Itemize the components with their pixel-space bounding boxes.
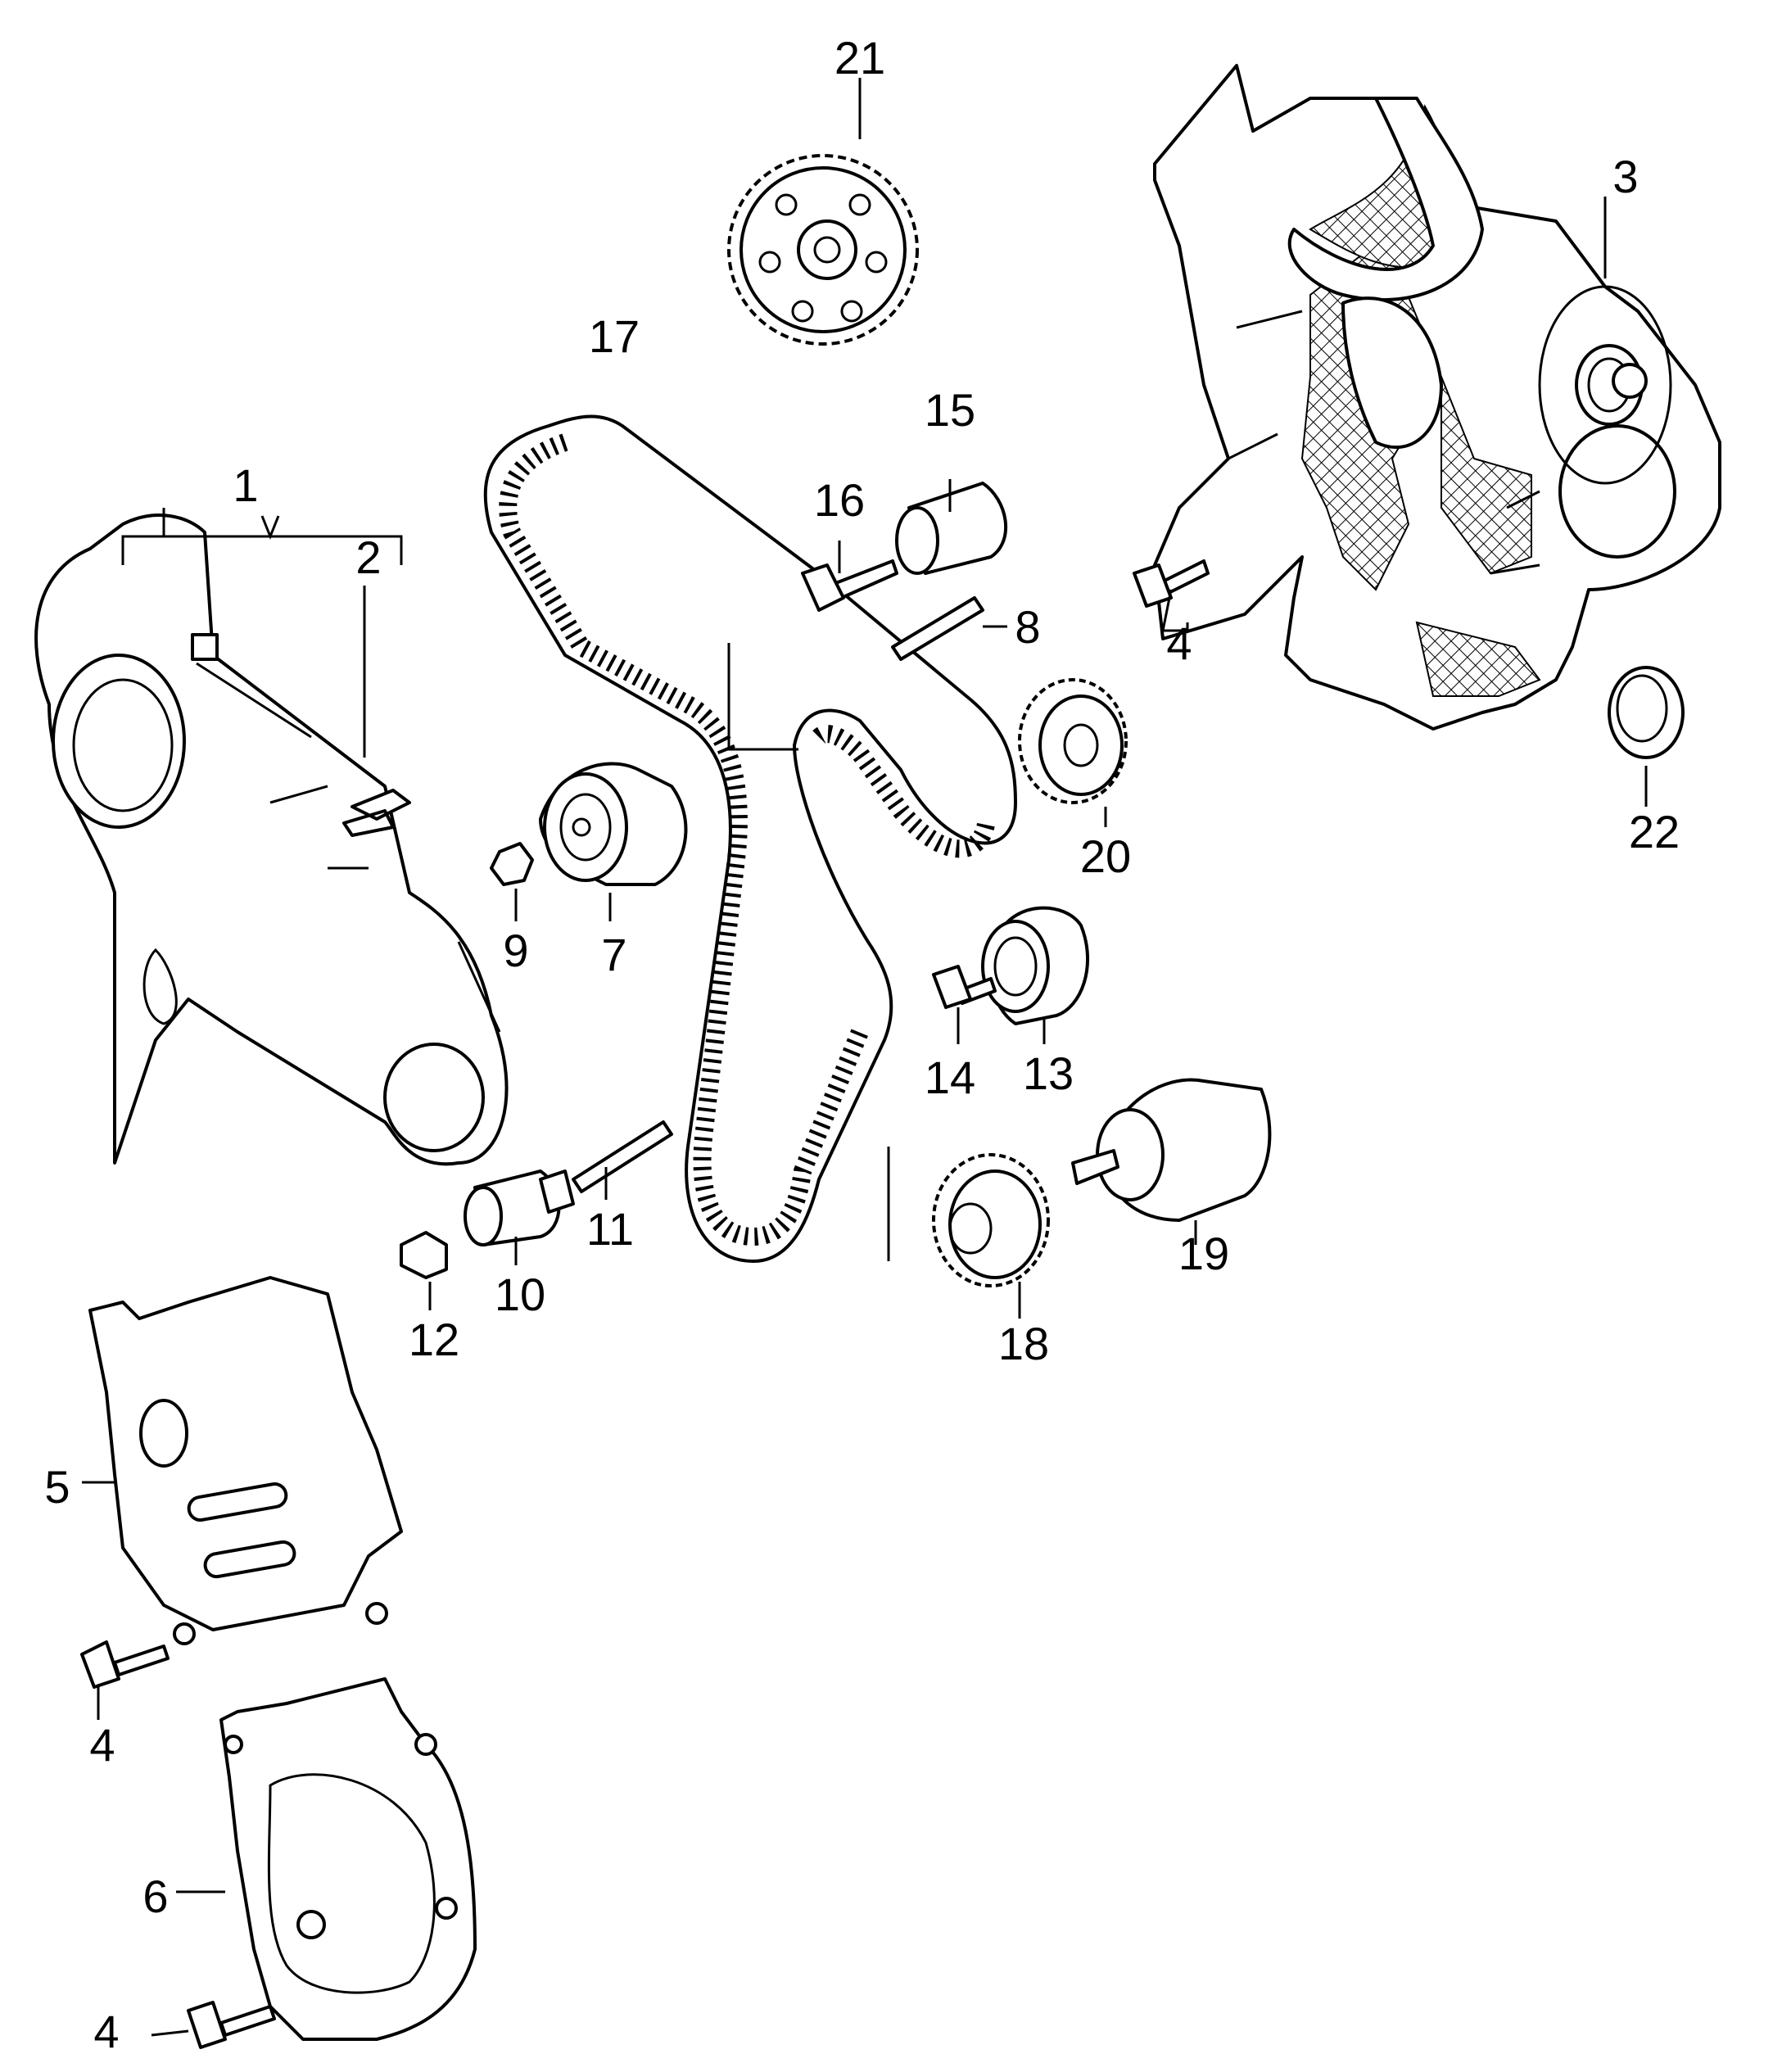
- middle-timing-cover: [88, 1276, 403, 1645]
- nut-9: [490, 842, 534, 886]
- callout-4-upper-right: 4: [1166, 618, 1192, 669]
- upper-timing-cover: [34, 513, 509, 1166]
- callout-6: 6: [142, 1871, 168, 1922]
- rear-timing-cover: [1153, 64, 1721, 731]
- lower-timing-cover: [219, 1677, 477, 2041]
- callout-2: 2: [355, 532, 381, 583]
- nut-12: [400, 1231, 448, 1279]
- callout-12: 12: [409, 1314, 459, 1365]
- callout-18: 18: [998, 1318, 1049, 1369]
- bolt-14: [932, 965, 997, 1009]
- callout-21: 21: [834, 32, 885, 84]
- stud-11: [572, 1120, 673, 1193]
- callout-8: 8: [1015, 601, 1040, 653]
- bolt-16: [801, 559, 898, 612]
- callout-19: 19: [1178, 1228, 1229, 1279]
- crankshaft-sprocket: [932, 1153, 1050, 1287]
- bolt-4-middle: [80, 1640, 170, 1689]
- callout-labels: 1 2 3 4 4 4 5 6 7 8 9 10 11 12 13 14 15 …: [44, 32, 1680, 2057]
- callout-11: 11: [586, 1203, 634, 1255]
- leader-lines: [82, 78, 1648, 2037]
- sleeve: [895, 482, 1008, 575]
- callout-16: 16: [814, 474, 865, 526]
- callout-13: 13: [1023, 1047, 1074, 1099]
- spacer-10: [464, 1169, 575, 1246]
- callout-3: 3: [1612, 151, 1638, 202]
- guide-roller: [981, 906, 1089, 1025]
- bolt-4-lower: [187, 2001, 276, 2049]
- callout-14: 14: [925, 1052, 975, 1103]
- tensioner-pulley: [539, 762, 688, 886]
- callout-22: 22: [1629, 806, 1680, 857]
- cover-plug: [1608, 666, 1685, 759]
- stud-8: [891, 596, 984, 661]
- water-pump: [1071, 1078, 1272, 1222]
- callout-7: 7: [601, 929, 626, 980]
- callout-20: 20: [1080, 830, 1131, 882]
- callout-4-bottom-left: 4: [93, 2006, 119, 2057]
- callout-15: 15: [925, 384, 975, 436]
- callout-9: 9: [503, 925, 528, 976]
- cover-clip: [342, 789, 411, 837]
- timing-belt: [483, 414, 1018, 1264]
- callout-5: 5: [44, 1461, 70, 1513]
- callout-4-middle-left: 4: [89, 1719, 115, 1771]
- callout-17: 17: [589, 310, 640, 362]
- bolt-4-upper: [1133, 559, 1210, 608]
- camshaft-sprocket: [727, 154, 919, 346]
- callout-1: 1: [233, 459, 258, 511]
- callout-10: 10: [495, 1269, 545, 1320]
- idler-sprocket: [1018, 678, 1128, 804]
